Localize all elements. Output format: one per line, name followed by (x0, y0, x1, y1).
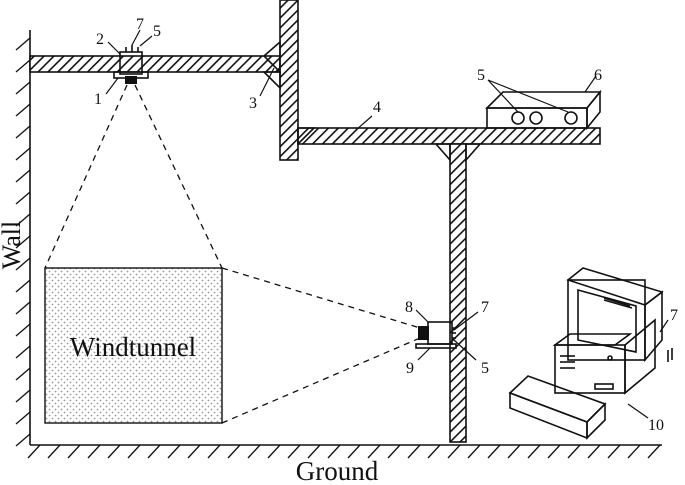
callout-side-5: 5 (481, 360, 489, 377)
ground-hatch-tick (247, 444, 261, 459)
callout-top-1: 1 (94, 91, 102, 108)
ground-hatch-tick (287, 444, 301, 459)
callout-computer-7: 7 (670, 307, 678, 324)
vertical-post (279, 0, 299, 161)
ground-hatch-tick (527, 444, 541, 459)
ground-hatch-tick (127, 444, 141, 459)
ground-label: Ground (296, 456, 379, 485)
callout-bracket-3: 3 (249, 95, 257, 112)
ground-hatch-tick (627, 444, 641, 459)
ground-hatch-tick (147, 444, 161, 459)
wall-hatch-tick (15, 169, 31, 183)
ground-hatch-tick (347, 444, 361, 459)
ground-hatch-tick (567, 444, 581, 459)
lower-post (449, 143, 467, 443)
wall-hatch-tick (15, 37, 31, 51)
side-camera (415, 321, 457, 349)
wall-hatch-tick (15, 367, 31, 381)
wall-hatch-tick (15, 257, 31, 271)
wall-hatch-tick (15, 279, 31, 293)
callout-beam-4: 4 (373, 99, 381, 116)
ground-hatch-tick (307, 444, 321, 459)
ground-hatch-tick (87, 444, 101, 459)
callout-side-8: 8 (405, 299, 413, 316)
ground-hatch-tick (107, 444, 121, 459)
wall-hatch-tick (15, 323, 31, 337)
bracket-3 (262, 40, 281, 74)
ground-hatch-tick (407, 444, 421, 459)
ground-hatch-tick (167, 444, 181, 459)
wall-hatch-tick (15, 213, 31, 227)
wall-hatch-tick (15, 235, 31, 249)
ground-hatch-tick (427, 444, 441, 459)
callout-leaders (105, 29, 669, 419)
ground-hatch-tick (47, 444, 61, 459)
bracket-3b (262, 71, 281, 90)
side-camera-field-of-view (221, 267, 421, 424)
callout-side-9: 9 (406, 360, 414, 377)
windtunnel-label: Windtunnel (70, 332, 196, 362)
callout-computer-10: 10 (648, 417, 664, 434)
wall-hatch-tick (15, 103, 31, 117)
bracket-lower-right (465, 143, 482, 163)
wall-hatch-tick (15, 147, 31, 161)
ground-hatch-tick (27, 444, 41, 459)
wall-hatch-tick (15, 411, 31, 425)
ground-hatch-tick (587, 444, 601, 459)
top-beam (29, 55, 281, 73)
controller-box (485, 89, 602, 131)
ground-hatch-tick (467, 444, 481, 459)
callout-controller-6: 6 (594, 67, 602, 84)
top-camera-field-of-view (44, 84, 223, 269)
callout-controller-5: 5 (477, 67, 485, 84)
callout-side-7: 7 (481, 299, 489, 316)
ground-hatch-tick (327, 444, 341, 459)
beam-4 (297, 127, 601, 145)
wall-hatch-tick (15, 301, 31, 315)
ground-hatch-tick (67, 444, 81, 459)
wall-hatch-tick (15, 433, 31, 447)
ground (27, 444, 662, 459)
ground-hatch-tick (387, 444, 401, 459)
callout-top-5: 5 (153, 23, 161, 40)
wall-hatch-tick (15, 125, 31, 139)
bracket-lower-left (434, 143, 451, 163)
wall-label: Wall (0, 221, 26, 269)
ground-hatch-tick (367, 444, 381, 459)
bracket-beam4-left (297, 127, 316, 146)
ground-hatch-tick (487, 444, 501, 459)
wall-hatch-tick (15, 389, 31, 403)
ground-hatch-tick (227, 444, 241, 459)
ground-hatch-tick (607, 444, 621, 459)
callout-top-7: 7 (136, 16, 144, 33)
wall-hatch-tick (15, 345, 31, 359)
ground-hatch-tick (187, 444, 201, 459)
ground-hatch-tick (207, 444, 221, 459)
top-camera (113, 45, 149, 84)
ground-hatch-tick (647, 444, 661, 459)
ground-hatch-tick (507, 444, 521, 459)
windtunnel-box (44, 267, 223, 424)
wall-hatch-tick (15, 81, 31, 95)
computer (508, 267, 673, 440)
ground-hatch-tick (267, 444, 281, 459)
wall-hatch-tick (15, 59, 31, 73)
wall (15, 30, 31, 447)
wall-hatch-tick (15, 191, 31, 205)
ground-hatch-tick (547, 444, 561, 459)
callout-top-2: 2 (96, 31, 104, 48)
ground-hatch-tick (447, 444, 461, 459)
